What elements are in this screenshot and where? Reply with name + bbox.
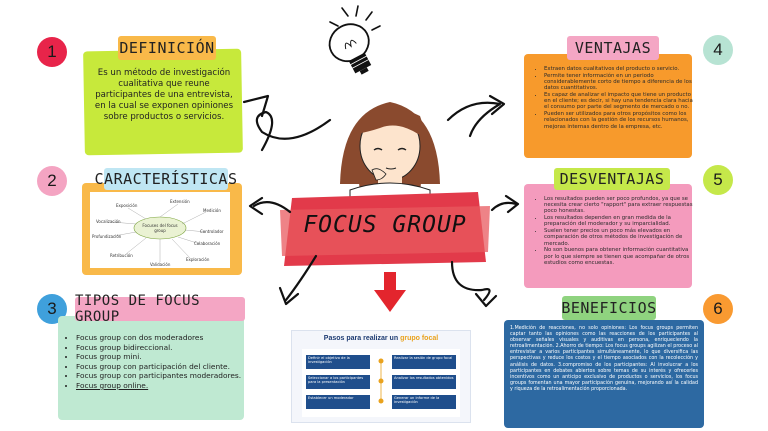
number-circle-5: 5	[703, 165, 733, 195]
diagram-label: Validación	[150, 262, 171, 267]
pasos-step: Realizar la sesión de grupo focal	[392, 355, 456, 369]
diagram-label: Exposición	[116, 203, 138, 208]
tipos-item: Focus group con participantes moderadore…	[76, 371, 252, 381]
desventajas-title: DESVENTAJAS	[554, 168, 670, 190]
tipos-item: Focus group con participación del client…	[76, 362, 252, 372]
tipos-item: Focus group con dos moderadores	[76, 333, 252, 343]
arrow-head	[474, 292, 498, 308]
curved-arrow-icon	[252, 201, 292, 214]
focus-group-title: FOCUS GROUP	[303, 212, 467, 238]
diagram-label: Colaboración	[194, 241, 221, 246]
curved-arrow-icon	[255, 110, 332, 152]
number-circle-6: 6	[703, 294, 733, 324]
tipos-list: Focus group con dos moderadores Focus gr…	[62, 333, 252, 391]
pasos-title: Pasos para realizar un grupo focal	[323, 335, 439, 342]
pasos-step: Generar un informe de la investigación	[392, 395, 456, 409]
beneficios-title: BENEFICIOS	[561, 296, 656, 320]
diagram-label: Retribución	[110, 253, 133, 258]
ventajas-item: Extraen datos cualitativos del producto …	[544, 66, 694, 72]
number-circle-4: 4	[703, 35, 733, 65]
diagram-label: Vocalización	[96, 219, 121, 224]
desventajas-note	[524, 184, 692, 288]
ventajas-item: Es capaz de analizar el impacto que tien…	[544, 92, 694, 111]
arrow-head	[248, 196, 264, 216]
pasos-step: Seleccionar a los participantes para la …	[306, 375, 370, 389]
focus-group-banner-shape	[280, 192, 490, 266]
desventajas-item: No son buenos para obtener información c…	[544, 247, 696, 266]
diagram-label: Controlador	[200, 229, 224, 234]
pasos-step: Definir el objetivo de la investigación	[306, 355, 370, 369]
arrow-head	[278, 286, 300, 306]
desventajas-item: Los resultados pueden ser poco profundos…	[544, 196, 696, 215]
caracteristicas-diagram: Focuses del focus group Extensión Medici…	[90, 192, 230, 268]
definicion-text: Es un método de investigación cualitativ…	[94, 68, 234, 122]
curved-arrow-icon	[490, 201, 518, 212]
ventajas-item: Permite tener información en un periodo …	[544, 73, 694, 92]
ventajas-list: Extraen datos cualitativos del producto …	[530, 66, 694, 130]
beneficios-text: 1.Medición de reacciones, no solo opinio…	[510, 326, 698, 392]
diagram-label: Profundización	[92, 234, 122, 239]
caracteristicas-title: CARACTERÍSTICAS	[94, 168, 238, 190]
desventajas-item: Los resultados dependen en gran medida d…	[544, 215, 696, 227]
ventajas-item: Pueden ser utilizados para otros propósi…	[544, 111, 694, 130]
features-mind-map	[111, 203, 207, 262]
diagram-label: Exploración	[186, 257, 210, 262]
tipos-note	[58, 316, 244, 420]
pasos-step: Establecer un moderador	[306, 395, 370, 409]
diagram-label: Extensión	[170, 199, 190, 204]
arrow-head	[504, 194, 520, 214]
tipos-title: TIPOS DE FOCUS GROUP	[75, 293, 245, 325]
number-circle-1: 1	[37, 37, 67, 67]
desventajas-list: Los resultados pueden ser poco profundos…	[530, 196, 696, 267]
curved-arrow-icon	[284, 254, 318, 302]
pasos-connector	[378, 358, 384, 404]
down-arrow-icon	[374, 272, 406, 312]
light-bulb-icon	[328, 5, 381, 75]
number-circle-2: 2	[37, 166, 67, 196]
tipos-item-link[interactable]: Focus group online.	[76, 381, 252, 391]
pasos-infographic: Pasos para realizar un grupo focal Defin…	[291, 330, 471, 423]
beneficios-note	[504, 320, 704, 428]
curved-arrow-icon	[450, 260, 491, 302]
tipos-item: Focus group bidireccional.	[76, 343, 252, 353]
pasos-step: Analizar los resultados obtenidos	[392, 375, 456, 389]
ventajas-note	[524, 54, 692, 158]
definicion-title: DEFINICIÓN	[118, 36, 216, 60]
ventajas-title: VENTAJAS	[567, 36, 659, 60]
diagram-center-label: Focuses del focus group	[142, 223, 178, 233]
arrow-head	[242, 94, 270, 118]
girl-thinking-icon	[340, 102, 440, 202]
desventajas-item: Suelen tener precios un poco más elevado…	[544, 228, 696, 247]
tipos-item: Focus group mini.	[76, 352, 252, 362]
curved-arrow-icon	[446, 101, 502, 138]
arrow-head	[488, 94, 506, 116]
diagram-label: Medición	[203, 208, 221, 213]
